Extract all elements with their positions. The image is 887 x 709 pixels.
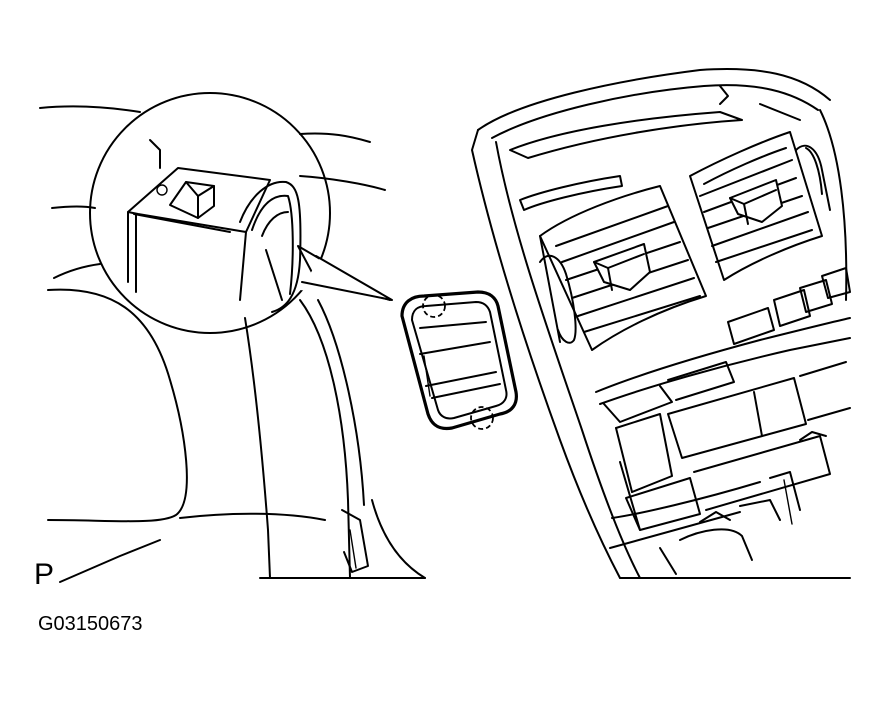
left-dash-panel [39, 105, 426, 579]
view-leader-line [59, 539, 161, 583]
center-dashboard [471, 68, 851, 579]
view-label: P [34, 558, 55, 591]
side-vent-part [400, 290, 518, 431]
figure-code: G03150673 [38, 613, 143, 635]
detail-callout [89, 92, 393, 334]
